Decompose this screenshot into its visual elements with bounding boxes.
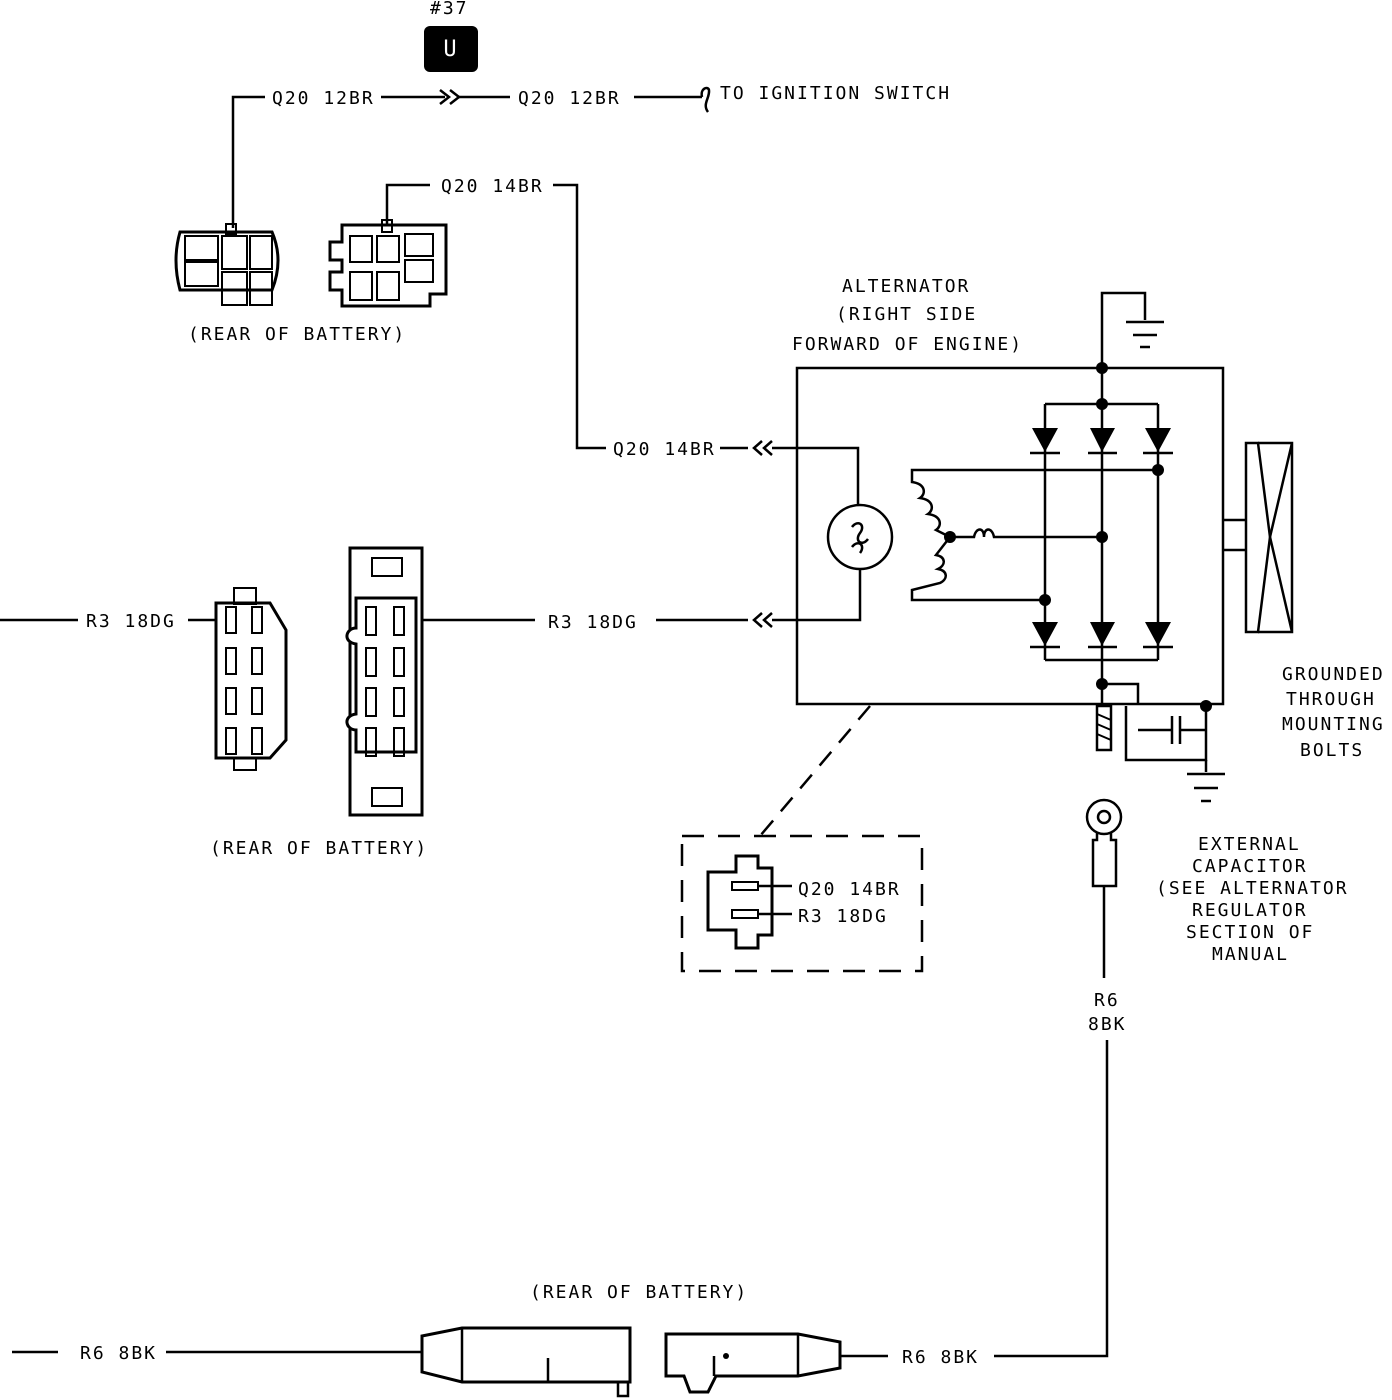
- label-r3-left: R3 18DG: [86, 611, 176, 632]
- inset-box: [680, 834, 924, 973]
- label-rear-battery-2: (REAR OF BATTERY): [210, 838, 428, 859]
- wire-q20-14br-run: [553, 183, 606, 450]
- wire-field-a: [772, 446, 860, 505]
- label-r3-right: R3 18DG: [548, 612, 638, 633]
- battery-connector-b: [328, 219, 448, 308]
- label-regulator: REGULATOR: [1192, 900, 1308, 921]
- splice-badge: [424, 26, 478, 72]
- splice-symbol: U: [443, 37, 458, 62]
- connector-arrow-q20: [752, 440, 773, 456]
- alternator-pulley: [1223, 441, 1294, 634]
- alternator-connector-inset: [706, 854, 774, 950]
- label-right-side: (RIGHT SIDE: [836, 304, 977, 325]
- stud-threads: [1096, 713, 1112, 741]
- field-coil-icon: [851, 522, 869, 554]
- field-rotor-circle: [826, 503, 894, 571]
- label-r6-gauge: 8BK: [1088, 1014, 1127, 1035]
- label-r6-left: R6 8BK: [80, 1343, 157, 1364]
- battery-connector-c: [214, 587, 288, 771]
- battery-connector-a: [174, 223, 280, 306]
- label-rear-battery-3: (REAR OF BATTERY): [530, 1282, 748, 1303]
- label-rear-battery-1: (REAR OF BATTERY): [188, 324, 406, 345]
- label-mounting: MOUNTING: [1282, 714, 1385, 735]
- label-bolts: BOLTS: [1300, 740, 1364, 761]
- wire-q20-14br-up: [385, 183, 430, 228]
- label-alternator: ALTERNATOR: [842, 276, 970, 297]
- splice-id: #37: [430, 0, 469, 19]
- inset-leads: [758, 884, 792, 916]
- connector-arrow-r3: [752, 612, 773, 628]
- label-through: THROUGH: [1286, 689, 1376, 710]
- label-inset-q20: Q20 14BR: [798, 879, 901, 900]
- wire-q20-12br-drop: [231, 95, 265, 228]
- wire-r6-vertical-b: [994, 1040, 1109, 1358]
- label-grounded: GROUNDED: [1282, 664, 1385, 685]
- label-q20-14br-mid: Q20 14BR: [613, 439, 716, 460]
- battery-connector-f: [664, 1332, 842, 1394]
- wire-cap-tap: [1102, 682, 1140, 704]
- label-inset-r3: R3 18DG: [798, 906, 888, 927]
- stator-winding: [910, 468, 1102, 602]
- label-capacitor: CAPACITOR: [1192, 856, 1308, 877]
- battery-connector-e: [420, 1326, 632, 1398]
- label-forward-engine: FORWARD OF ENGINE): [792, 334, 1023, 355]
- label-section-of: SECTION OF: [1186, 922, 1314, 943]
- battery-connector-d: [345, 546, 424, 817]
- alternator-housing: [795, 366, 1225, 706]
- ground-symbol-top: [1126, 320, 1164, 349]
- label-r6-code: R6: [1094, 990, 1120, 1011]
- label-q20-12br-a: Q20 12BR: [272, 88, 375, 109]
- label-external: EXTERNAL: [1198, 834, 1301, 855]
- label-to-ignition: TO IGNITION SWITCH: [720, 83, 951, 104]
- output-stud: [1095, 704, 1113, 752]
- label-manual: MANUAL: [1212, 944, 1289, 965]
- break-symbol: [700, 86, 711, 113]
- label-r6-right: R6 8BK: [902, 1347, 979, 1368]
- ring-terminal: [1085, 798, 1123, 888]
- inset-leader: [759, 705, 871, 837]
- label-q20-12br-b: Q20 12BR: [518, 88, 621, 109]
- label-q20-14br-top: Q20 14BR: [441, 176, 544, 197]
- capacitor-icon: [1124, 700, 1212, 762]
- rectifier-bridge: [1030, 362, 1173, 690]
- ground-symbol-bottom: [1187, 772, 1225, 803]
- wire-ground-top: [1100, 291, 1147, 368]
- label-see-alternator: (SEE ALTERNATOR: [1156, 878, 1349, 899]
- wire-field-b: [772, 569, 862, 622]
